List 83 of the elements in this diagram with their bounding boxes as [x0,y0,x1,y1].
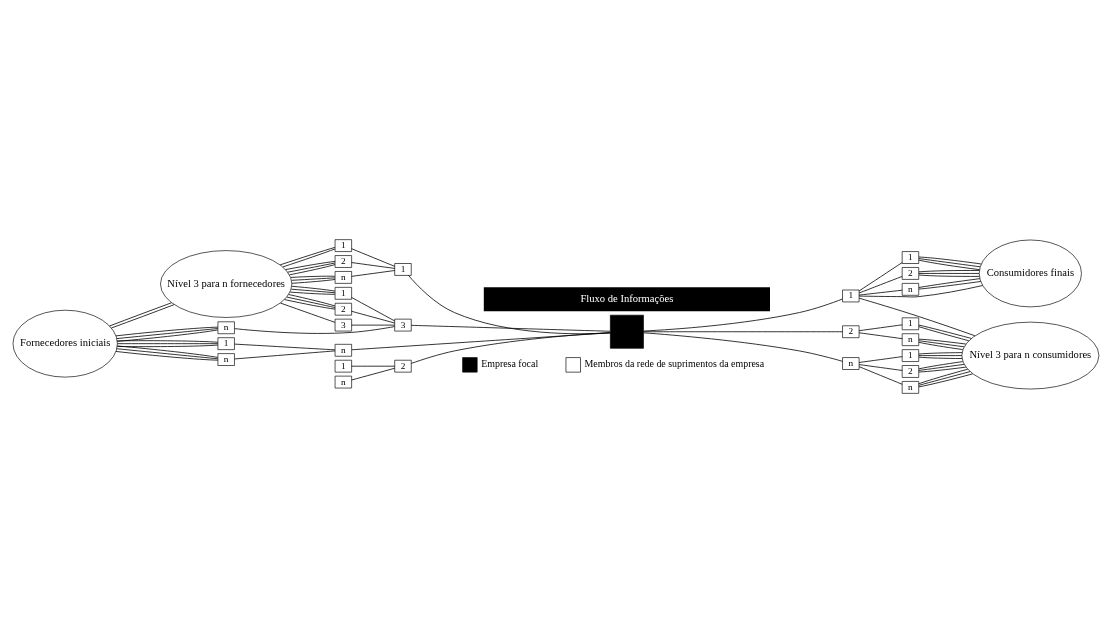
connector [858,261,903,291]
node-box: 2 [394,359,412,372]
connector [918,269,980,272]
node-box: 3 [394,318,412,331]
node-box: 1 [394,262,412,276]
connector [351,247,396,267]
connector [643,298,843,331]
connector [234,343,336,350]
node-box: 1 [217,336,235,350]
node-box: 1 [334,238,352,252]
connector [918,356,963,359]
node-box: n [901,282,920,296]
connector [918,274,980,277]
connector [858,289,903,295]
connector [858,331,903,339]
connector [858,297,976,336]
connector [918,354,963,356]
node-box: n [217,352,235,366]
connector [918,339,965,347]
connector [918,338,967,344]
node-box: 1 [901,348,920,362]
connector [918,272,980,274]
node-box: 2 [901,266,920,280]
node-box: n [901,332,920,346]
connector [918,360,964,369]
connector [858,284,983,297]
connector [117,342,219,344]
label: Fluxo de Informações [580,292,674,304]
connector [234,325,395,334]
connector [918,366,967,372]
legend-label: Empresa focal [481,357,539,369]
connector [116,339,219,343]
node-ellipse: Nível 3 para n fornecedores [160,249,293,318]
connector [234,350,336,359]
node-box: n [901,380,920,394]
node-box: 1 [334,286,352,300]
node-box: 2 [334,302,352,315]
node-box [610,314,644,349]
connector [291,278,336,284]
connector [351,261,396,269]
connector [291,276,336,281]
connector [351,331,611,350]
node-box: 2 [334,254,352,268]
connector [116,344,219,347]
connector [351,365,396,367]
connector [351,367,396,380]
connector [408,274,611,334]
node-box: n [334,343,352,357]
node-ellipse: Consumidores finais [978,239,1082,307]
connector [858,355,903,363]
connector [643,331,843,362]
connector [410,324,611,332]
node-box: n [334,270,352,284]
node-box: n [334,375,352,388]
connector [918,363,965,371]
connector [643,330,843,332]
node-box: 2 [842,324,860,338]
connector [351,269,396,277]
connector [858,365,903,385]
connector [351,324,396,325]
node-box: 1 [901,317,920,330]
connector [918,341,964,350]
node-box: n [842,356,860,370]
node-box: 1 [901,250,920,264]
connector [858,275,903,293]
connector [858,363,903,371]
connector [858,323,903,331]
node-box: n [217,320,235,334]
connector [918,351,963,354]
connector [351,310,396,323]
connector [291,285,336,291]
node-ellipse: Fornecedores iniciais [12,309,118,377]
node-box: 2 [901,364,920,378]
connector [290,275,336,278]
connector [280,302,336,323]
connector [290,288,336,293]
node-box: 3 [334,318,352,331]
connector [351,296,396,321]
node-ellipse: Nível 3 para n consumidores [961,321,1100,389]
node-box: 1 [842,289,860,302]
connector [289,291,336,295]
node-box: 1 [334,359,352,372]
legend-label: Membros da rede de suprimentos da empresa [584,357,765,369]
